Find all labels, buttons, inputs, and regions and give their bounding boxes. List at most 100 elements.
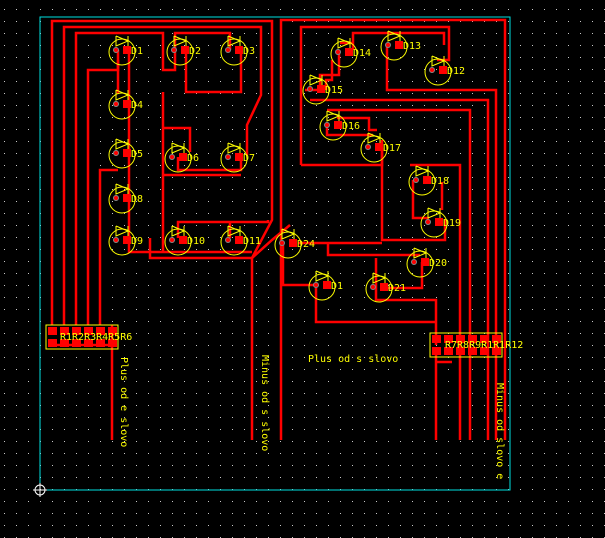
pad-square[interactable] [235,46,243,54]
led-d20[interactable]: D20 [406,247,447,278]
pad-square[interactable] [123,100,131,108]
led-d5[interactable]: D5 [108,138,143,169]
pad-square[interactable] [317,85,325,93]
pad-round[interactable] [324,122,330,128]
resistor-pad[interactable] [108,327,117,335]
resistor-array-left[interactable]: R1R2R3R4R5R6 [45,324,132,350]
pad-round[interactable] [307,86,313,92]
pad-square[interactable] [423,176,431,184]
pad-square[interactable] [289,239,297,247]
resistor-pad[interactable] [468,335,477,343]
pad-round[interactable] [225,154,231,160]
resistor-pad[interactable] [108,339,117,347]
led-d14[interactable]: D14 [330,37,371,68]
pad-square[interactable] [375,143,383,151]
board-outline[interactable] [39,16,511,491]
led-d3[interactable]: D3 [220,35,255,66]
pad-round[interactable] [370,284,376,290]
led-d18[interactable]: D18 [408,165,449,196]
resistor-pad[interactable] [444,335,453,343]
pad-square[interactable] [123,46,131,54]
pad-round[interactable] [279,240,285,246]
pad-round[interactable] [171,47,177,53]
led-d13[interactable]: D13 [380,30,421,61]
pad-round[interactable] [113,101,119,107]
resistor-pad[interactable] [480,335,489,343]
pad-round[interactable] [385,42,391,48]
resistor-pad[interactable] [84,339,93,347]
pad-square[interactable] [181,46,189,54]
resistor-pad[interactable] [60,327,69,335]
resistor-array-left-label: R1R2R3R4R5R6 [60,332,132,343]
pad-square[interactable] [323,281,331,289]
led-d12[interactable]: D12 [424,55,465,86]
led-d4[interactable]: D4 [108,89,143,120]
pad-round[interactable] [313,282,319,288]
trace [148,224,291,260]
pad-square[interactable] [235,153,243,161]
pad-square[interactable] [123,236,131,244]
led-d9[interactable]: D9 [108,225,143,256]
led-d21[interactable]: D21 [365,272,406,303]
pad-round[interactable] [425,219,431,225]
pad-square[interactable] [123,194,131,202]
pad-square[interactable] [435,218,443,226]
led-d17[interactable]: D17 [360,132,401,163]
pad-square[interactable] [334,121,342,129]
pad-square[interactable] [439,66,447,74]
resistor-pad[interactable] [48,327,57,335]
led-d15[interactable]: D15 [302,74,343,105]
resistor-pad[interactable] [468,347,477,355]
resistor-array-right[interactable]: R7R8R9R1R1R12 [429,332,523,358]
resistor-pad[interactable] [444,347,453,355]
resistor-pad[interactable] [60,339,69,347]
pad-round[interactable] [113,195,119,201]
led-d2[interactable]: D2 [166,35,201,66]
resistor-pad[interactable] [480,347,489,355]
resistor-pad[interactable] [492,347,501,355]
pad-round[interactable] [411,259,417,265]
pad-round[interactable] [225,237,231,243]
pad-round[interactable] [365,144,371,150]
resistor-pad[interactable] [432,335,441,343]
resistor-pad[interactable] [72,339,81,347]
led-d24[interactable]: D24 [274,228,315,259]
pad-square[interactable] [179,236,187,244]
led-d10[interactable]: D10 [164,225,205,256]
pad-round[interactable] [429,67,435,73]
pad-round[interactable] [169,154,175,160]
led-d1[interactable]: D1 [108,35,143,66]
resistor-pad[interactable] [456,347,465,355]
pad-square[interactable] [123,149,131,157]
pad-square[interactable] [345,48,353,56]
led-d6[interactable]: D6 [164,142,199,173]
resistor-pad[interactable] [96,327,105,335]
resistor-pad[interactable] [48,339,57,347]
resistor-pad[interactable] [492,335,501,343]
pad-round[interactable] [335,49,341,55]
trace [324,60,334,90]
led-d16[interactable]: D16 [319,110,360,141]
pad-round[interactable] [113,150,119,156]
pad-round[interactable] [113,47,119,53]
led-d1[interactable]: D1 [308,270,343,301]
led-d8[interactable]: D8 [108,183,143,214]
pad-square[interactable] [395,41,403,49]
pad-square[interactable] [421,258,429,266]
led-d11[interactable]: D11 [220,225,261,256]
resistor-pad[interactable] [84,327,93,335]
led-d19[interactable]: D19 [420,207,461,238]
pad-round[interactable] [169,237,175,243]
pad-round[interactable] [225,47,231,53]
pad-round[interactable] [413,177,419,183]
resistor-pad[interactable] [456,335,465,343]
resistor-pad[interactable] [96,339,105,347]
pad-round[interactable] [113,237,119,243]
pad-square[interactable] [235,236,243,244]
pad-square[interactable] [380,283,388,291]
pad-square[interactable] [179,153,187,161]
resistor-pad[interactable] [432,347,441,355]
resistor-pad[interactable] [72,327,81,335]
led-d7[interactable]: D7 [220,142,255,173]
